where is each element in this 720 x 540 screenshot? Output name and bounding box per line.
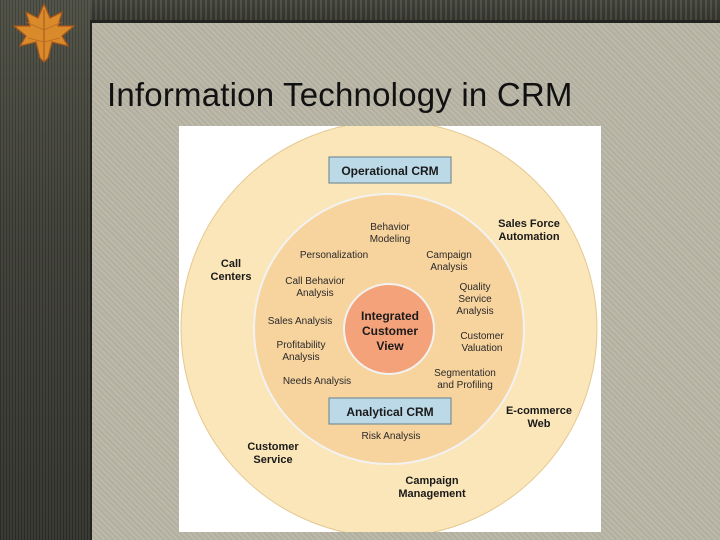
ecommerce-line-2: Web bbox=[527, 418, 550, 430]
campaign-analysis-line-1: Campaign bbox=[426, 250, 472, 261]
center-line-3: View bbox=[376, 339, 404, 353]
campaign-analysis-line-2: Analysis bbox=[430, 262, 467, 273]
ecommerce-line-1: E-commerce bbox=[506, 405, 572, 417]
profitability-line-1: Profitability bbox=[277, 340, 326, 351]
needs-analysis-label: Needs Analysis bbox=[283, 376, 351, 387]
operational-crm-label: Operational CRM bbox=[341, 164, 438, 178]
call-behavior-line-2: Analysis bbox=[296, 288, 333, 299]
slide-title: Information Technology in CRM bbox=[107, 76, 573, 113]
analytical-crm-label: Analytical CRM bbox=[346, 405, 433, 419]
personalization-label: Personalization bbox=[300, 250, 368, 261]
quality-service-line-3: Analysis bbox=[456, 306, 493, 317]
sales-analysis-label: Sales Analysis bbox=[268, 316, 332, 327]
call-behavior-line-1: Call Behavior bbox=[285, 276, 345, 287]
customer-valuation-line-2: Valuation bbox=[462, 343, 503, 354]
customer-service-line-2: Service bbox=[253, 454, 292, 466]
operational-crm-box bbox=[328, 156, 452, 184]
maple-leaf-icon bbox=[12, 2, 76, 63]
center-line-1: Integrated bbox=[361, 309, 419, 323]
segmentation-line-1: Segmentation bbox=[434, 368, 496, 379]
quality-service-line-2: Service bbox=[458, 294, 492, 305]
slide-left-strip bbox=[0, 0, 90, 540]
quality-service-line-1: Quality bbox=[459, 282, 490, 293]
center-circle bbox=[343, 283, 435, 375]
sales-force-line-2: Automation bbox=[498, 231, 559, 243]
behavior-modeling-line-2: Modeling bbox=[370, 234, 411, 245]
sales-force-line-1: Sales Force bbox=[498, 218, 560, 230]
crm-diagram-svg: Operational CRM Analytical CRM Integrate… bbox=[180, 126, 598, 532]
analytical-crm-box bbox=[328, 397, 452, 425]
behavior-modeling-line-1: Behavior bbox=[370, 222, 410, 233]
campaign-mgmt-line-2: Management bbox=[398, 488, 466, 500]
customer-valuation-line-1: Customer bbox=[460, 331, 504, 342]
slide-top-strip bbox=[0, 0, 720, 22]
slide-top-divider bbox=[90, 20, 720, 23]
customer-service-line-1: Customer bbox=[247, 441, 299, 453]
center-line-2: Customer bbox=[362, 324, 418, 338]
call-centers-line-1: Call bbox=[221, 258, 241, 270]
campaign-mgmt-line-1: Campaign bbox=[405, 475, 458, 487]
crm-diagram: Operational CRM Analytical CRM Integrate… bbox=[179, 126, 601, 532]
risk-analysis-label: Risk Analysis bbox=[362, 431, 421, 442]
segmentation-line-2: and Profiling bbox=[437, 380, 493, 391]
call-centers-line-2: Centers bbox=[211, 271, 252, 283]
profitability-line-2: Analysis bbox=[282, 352, 319, 363]
